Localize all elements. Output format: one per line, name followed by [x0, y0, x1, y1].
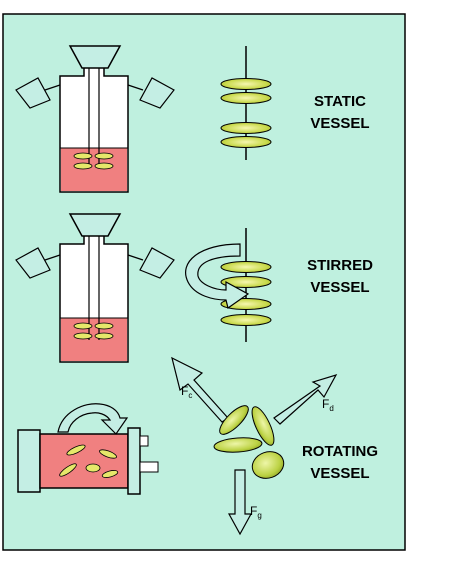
- scaffold: [94, 152, 114, 160]
- drum-body: [39, 433, 129, 489]
- static-scaffold-stack: [220, 46, 272, 160]
- scaffold-disk: [220, 136, 272, 148]
- tumbling-scaffold: [251, 406, 275, 446]
- scaffold: [94, 322, 114, 330]
- rotating-label-line2: VESSEL: [310, 465, 369, 482]
- scaffold: [73, 152, 93, 160]
- scaffold: [73, 332, 93, 340]
- drum-port-top: [139, 435, 149, 447]
- scaffold: [85, 463, 101, 473]
- scaffold-disk: [220, 261, 272, 273]
- scaffold: [73, 322, 93, 330]
- scaffold-disk: [220, 92, 272, 104]
- scaffold: [99, 449, 117, 459]
- side-arm-cap-left: [15, 77, 51, 109]
- stirred-label-line1: STIRRED: [307, 257, 373, 274]
- scaffold: [66, 444, 86, 456]
- culture-medium: [61, 148, 127, 191]
- tumbling-scaffold: [219, 405, 249, 435]
- drum-rotation-arrow: [57, 403, 129, 435]
- scaffold: [73, 162, 93, 170]
- stirred-vessel-flask: [15, 213, 175, 363]
- tumbling-scaffold: [251, 451, 285, 479]
- scaffold-disk: [220, 314, 272, 326]
- scaffold-disk: [220, 78, 272, 90]
- static-label-line1: STATIC: [314, 93, 366, 110]
- scaffold-disk: [220, 276, 272, 288]
- side-arm-cap-right: [139, 247, 175, 279]
- scaffold: [101, 470, 119, 478]
- drum-axle: [139, 461, 159, 473]
- rotating-vessel-drum: [17, 427, 159, 495]
- force-arrow-fc: [171, 356, 229, 423]
- force-label-fg: Fg: [250, 504, 262, 520]
- drum-end-cap-right: [127, 427, 141, 495]
- drum-end-cap-left: [17, 429, 41, 493]
- stirred-scaffold-stack: [220, 228, 272, 342]
- scaffold-disk: [220, 122, 272, 134]
- rotating-label-line1: ROTATING: [302, 443, 378, 460]
- culture-medium: [61, 318, 127, 361]
- force-arrow-fd: [273, 373, 338, 425]
- stirred-label-line2: VESSEL: [310, 279, 369, 296]
- scaffold: [94, 162, 114, 170]
- force-label-fc: Fc: [181, 384, 192, 400]
- force-label-fd: Fd: [322, 397, 334, 413]
- static-label-line2: VESSEL: [310, 115, 369, 132]
- scaffold: [59, 463, 77, 477]
- stirring-rotation-arrow: [185, 243, 250, 309]
- funnel-cap: [68, 45, 122, 69]
- force-arrow-fg: [227, 469, 253, 536]
- funnel-cap: [68, 213, 122, 237]
- side-arm-cap-right: [139, 77, 175, 109]
- scaffold: [94, 332, 114, 340]
- side-arm-cap-left: [15, 247, 51, 279]
- static-vessel-flask: [15, 45, 175, 193]
- tumbling-scaffold: [213, 437, 263, 453]
